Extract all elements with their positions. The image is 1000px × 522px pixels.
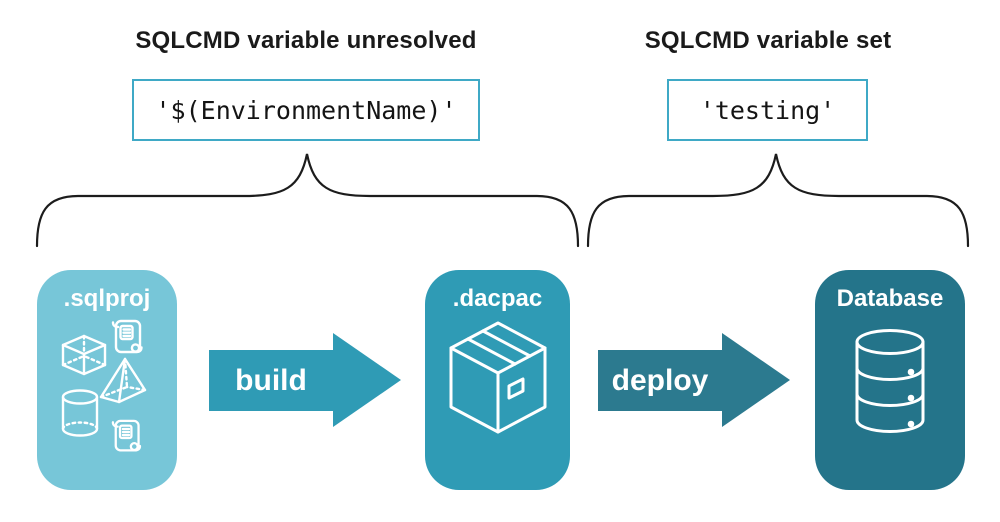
code-text-environment-variable: '$(EnvironmentName)' [155, 95, 457, 125]
code-box-testing-value: 'testing' [667, 79, 868, 141]
cube-wireframe-icon [61, 334, 107, 376]
code-text-testing-value: 'testing' [699, 95, 836, 125]
package-box-icon [443, 319, 553, 441]
stage-label-dacpac: .dacpac [452, 285, 543, 312]
build-arrow: build [209, 333, 401, 428]
stage-card-sqlproj: .sqlproj [37, 270, 177, 490]
sql-script-icon [111, 419, 142, 452]
build-arrow-head [333, 333, 401, 427]
deploy-arrow-label: deploy [611, 363, 709, 397]
stage-card-database: Database [815, 270, 965, 490]
stage-label-sqlproj: .sqlproj [63, 285, 151, 312]
heading-sqlcmd-set: SQLCMD variable set [644, 27, 892, 54]
sql-objects-icons [53, 319, 161, 459]
curly-brace-left [35, 153, 580, 248]
stage-card-dacpac: .dacpac [425, 270, 570, 490]
build-arrow-label: build [235, 363, 307, 397]
deploy-arrow-head [722, 333, 790, 427]
deploy-arrow: deploy [598, 333, 790, 428]
pyramid-wireframe-icon [99, 357, 147, 404]
stage-label-database: Database [836, 285, 944, 312]
code-box-environment-variable: '$(EnvironmentName)' [132, 79, 480, 141]
curly-brace-right [586, 153, 970, 248]
sql-script-icon [111, 319, 143, 354]
deploy-arrow-body [598, 350, 722, 411]
database-cylinder-icon [850, 319, 930, 439]
build-arrow-body [209, 350, 333, 411]
heading-sqlcmd-unresolved: SQLCMD variable unresolved [135, 27, 477, 54]
cylinder-wireframe-icon [61, 389, 99, 437]
